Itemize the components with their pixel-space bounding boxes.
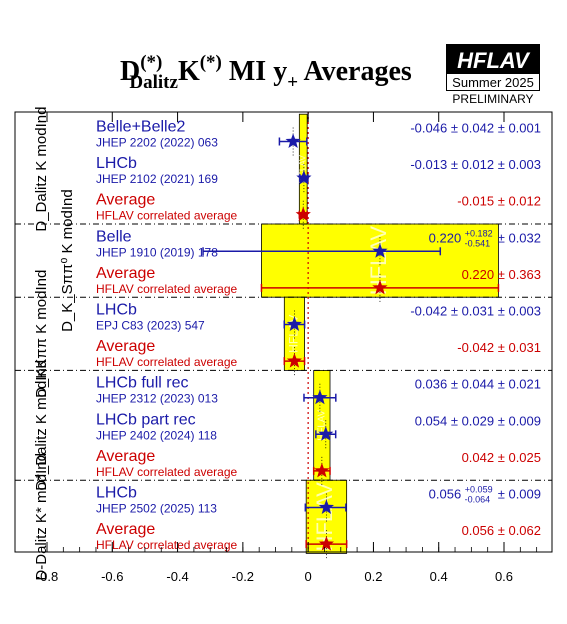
measurement-result: 0.036 ± 0.044 ± 0.021 [415, 377, 541, 392]
average-result: 0.056 ± 0.062 [462, 523, 541, 538]
measurement-reference: JHEP 1910 (2019) 178 [96, 245, 218, 259]
x-tick-label: -0.4 [166, 569, 188, 584]
group-label: D_K_Sππ⁰ K modInd [59, 189, 76, 332]
band-watermark: HFLAV [316, 409, 327, 440]
average-subtitle: HFLAV correlated average [96, 538, 238, 552]
average-band [283, 296, 305, 371]
measurement-reference: JHEP 2202 (2022) 063 [96, 136, 218, 150]
x-tick-label: 0.6 [495, 569, 513, 584]
measurement-result: 0.054 ± 0.029 ± 0.009 [415, 413, 541, 428]
average-result: -0.042 ± 0.031 [457, 340, 541, 355]
hflav-logo: HFLAV Summer 2025 PRELIMINARY [446, 44, 540, 107]
average-star [314, 462, 330, 478]
measurement-reference: EPJ C83 (2023) 547 [96, 319, 205, 333]
average-result: -0.015 ± 0.012 [457, 194, 541, 209]
chart-title: D(*)DalitzK(*) MI y+ Averages [120, 52, 412, 93]
average-name: Average [96, 265, 155, 282]
plot-frame [14, 111, 553, 553]
logo-season: Summer 2025 [446, 74, 540, 91]
average-result: 0.220 ± 0.363 [462, 267, 541, 282]
average-subtitle: HFLAV correlated average [96, 465, 238, 479]
average-subtitle: HFLAV correlated average [96, 282, 238, 296]
measurement-result: -0.013 ± 0.012 ± 0.003 [410, 157, 541, 172]
measurement-result: 0.056 +0.059-0.064 ± 0.009 [429, 485, 541, 505]
average-star [372, 279, 388, 295]
measurement-name: Belle [96, 228, 132, 245]
x-tick-label: 0 [305, 569, 312, 584]
measurement-name: LHCb part rec [96, 411, 196, 428]
measurement-reference: JHEP 2312 (2023) 013 [96, 392, 218, 406]
preliminary-label: PRELIMINARY [452, 92, 534, 106]
measurement-result: 0.220 +0.182-0.541 ± 0.032 [429, 228, 541, 248]
measurement-name: LHCb full rec [96, 375, 188, 392]
measurement-star [312, 389, 328, 405]
group-label: D*_Dalitz K modInd [33, 360, 50, 491]
measurement-result: -0.042 ± 0.031 ± 0.003 [410, 304, 541, 319]
measurement-reference: JHEP 2402 (2024) 118 [96, 428, 217, 442]
group-label: D_Dalitz K modInd [33, 107, 50, 232]
average-name: Average [96, 192, 155, 209]
group-label: D_KKππ K modInd [33, 270, 50, 398]
measurement-reference: JHEP 2102 (2021) 169 [96, 172, 218, 186]
measurement-star [285, 133, 301, 148]
measurement-star [296, 170, 312, 185]
average-subtitle: HFLAV correlated average [96, 355, 238, 369]
x-tick-label: 0.2 [364, 569, 382, 584]
average-subtitle: HFLAV correlated average [96, 209, 238, 223]
measurement-name: LHCb [96, 155, 137, 172]
band-watermark: HFLAV [366, 226, 391, 296]
measurement-reference: JHEP 2502 (2025) 113 [96, 502, 217, 516]
average-name: Average [96, 338, 155, 355]
average-star [295, 206, 311, 222]
x-axis: -0.8 -0.6 -0.4 -0.2 0 0.2 0.4 0.6 [36, 112, 538, 584]
band-watermark: HFLAV [312, 482, 337, 552]
measurement-name: LHCb [96, 485, 137, 502]
x-tick-label: -0.8 [36, 569, 58, 584]
measurement-name: Belle+Belle2 [96, 119, 186, 136]
measurement-result: -0.046 ± 0.042 ± 0.001 [410, 121, 541, 136]
average-star [286, 353, 302, 368]
measurement-star [286, 316, 302, 331]
average-name: Average [96, 448, 155, 465]
x-tick-label: -0.6 [101, 569, 123, 584]
band-watermark: HFLAV [298, 155, 308, 183]
average-name: Average [96, 521, 155, 538]
average-star [318, 536, 334, 551]
logo-name: HFLAV [446, 44, 540, 74]
average-result: 0.042 ± 0.025 [462, 450, 541, 465]
data-marks [202, 127, 500, 559]
measurement-star [318, 426, 334, 441]
x-tick-label: -0.2 [232, 569, 254, 584]
frame-border [14, 111, 553, 553]
x-tick-label: 0.4 [430, 569, 448, 584]
measurement-star [318, 499, 334, 514]
measurement-star [372, 243, 388, 258]
measurement-name: LHCb [96, 302, 137, 319]
group-label: D-Dalitz K* modInd [33, 453, 50, 581]
